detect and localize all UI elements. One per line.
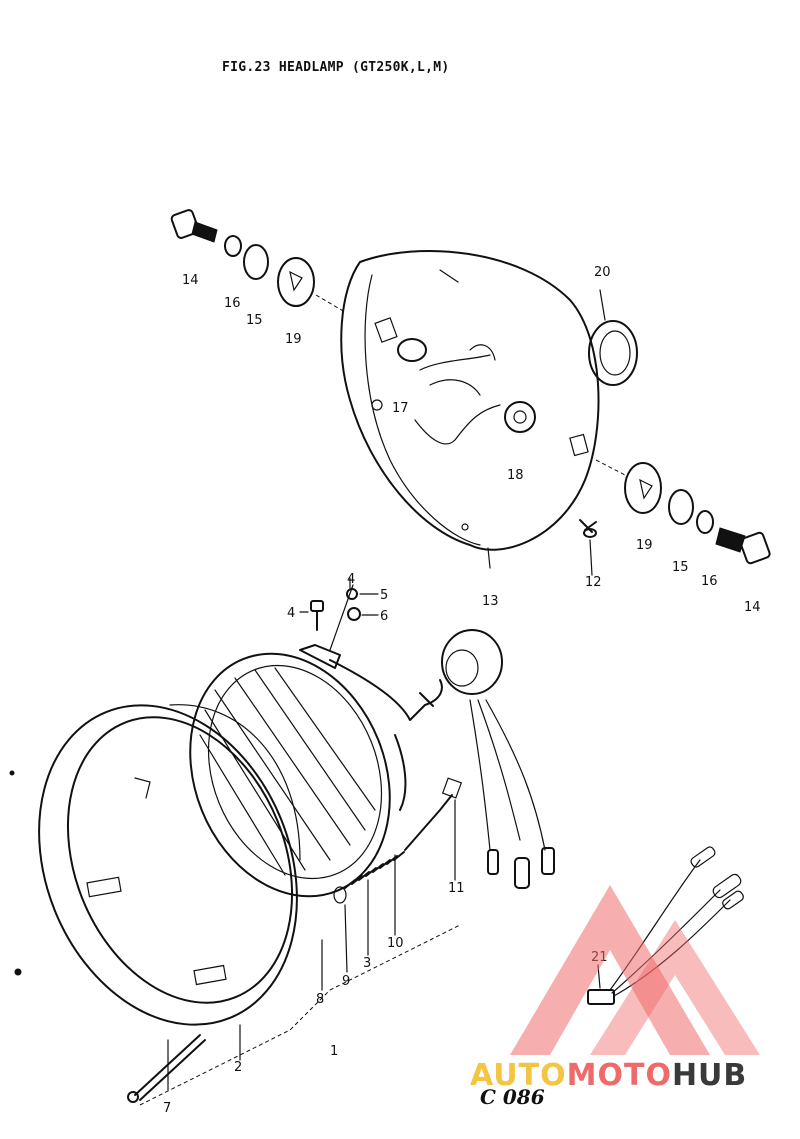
watermark-moto: MOTO <box>566 1058 672 1093</box>
small-screws-4-5-6 <box>310 577 361 631</box>
watermark-auto: AUTO <box>470 1058 567 1093</box>
sealed-beam-unit <box>189 644 443 898</box>
callout-14-right: 14 <box>744 600 761 615</box>
watermark-text: AUTOMOTOHUB <box>470 1058 747 1093</box>
callout-7: 7 <box>163 1101 171 1116</box>
scan-dot <box>14 968 22 976</box>
watermark-logo <box>510 885 760 1055</box>
callout-17: 17 <box>392 401 409 416</box>
callout-5: 5 <box>380 588 388 603</box>
bulb-socket-17 <box>397 338 501 445</box>
callout-8: 8 <box>316 992 324 1007</box>
callout-4-top: 4 <box>347 572 355 587</box>
scan-dot <box>9 770 15 776</box>
callout-16-left: 16 <box>224 296 241 311</box>
leader-lines <box>139 289 606 1106</box>
bulb-socket-18 <box>504 401 536 433</box>
callout-12: 12 <box>585 575 602 590</box>
callout-15-left: 15 <box>246 313 263 328</box>
callout-15-right: 15 <box>672 560 689 575</box>
callout-10: 10 <box>387 936 404 951</box>
callout-19-left: 19 <box>285 332 302 347</box>
callout-4-left: 4 <box>287 606 295 621</box>
adjusting-spring <box>333 777 463 904</box>
watermark-hub: HUB <box>671 1058 748 1093</box>
callout-11: 11 <box>448 881 465 896</box>
pilot-lamp-connector <box>419 629 555 889</box>
headlamp-rim <box>38 704 301 1026</box>
page-code: C 086 <box>480 1085 545 1109</box>
callout-9: 9 <box>342 974 350 989</box>
callout-2: 2 <box>234 1060 242 1075</box>
left-mounting-hardware <box>170 209 346 313</box>
callout-13: 13 <box>482 594 499 609</box>
callout-14-left: 14 <box>182 273 199 288</box>
callout-20: 20 <box>594 265 611 280</box>
grommet-20 <box>588 320 638 386</box>
callout-16-right: 16 <box>701 574 718 589</box>
headlamp-housing <box>340 249 600 551</box>
watermark-triangle-left <box>510 885 710 1055</box>
right-mounting-hardware <box>595 459 771 565</box>
callout-18: 18 <box>507 468 524 483</box>
wiring-harness-21 <box>587 846 744 1005</box>
callout-6: 6 <box>380 609 388 624</box>
watermark-triangle-right <box>590 920 760 1055</box>
figure-title: FIG.23 HEADLAMP (GT250K,L,M) <box>222 60 450 75</box>
callout-labels: 14 16 15 19 20 17 18 19 12 15 16 14 13 4… <box>163 265 761 1116</box>
callout-19-right: 19 <box>636 538 653 553</box>
callout-3: 3 <box>363 956 371 971</box>
callout-1: 1 <box>330 1044 338 1059</box>
screw-12 <box>579 519 597 538</box>
